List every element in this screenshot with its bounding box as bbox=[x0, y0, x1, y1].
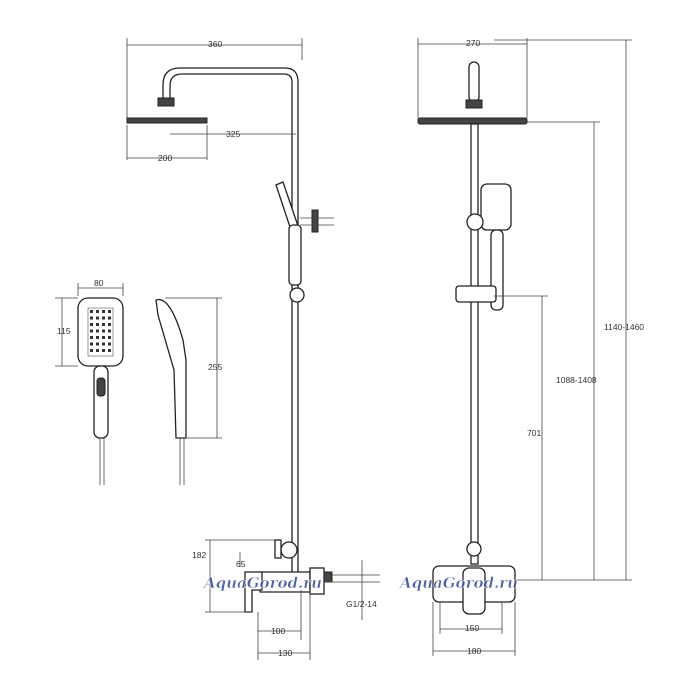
dim-701: 701 bbox=[527, 428, 541, 438]
nozzle bbox=[96, 342, 99, 346]
dim-360: 360 bbox=[208, 39, 222, 49]
nozzle bbox=[102, 336, 105, 339]
nozzle bbox=[96, 329, 99, 333]
front-view bbox=[417, 38, 632, 656]
nozzle bbox=[96, 349, 99, 352]
dim-lines-heights bbox=[494, 39, 632, 581]
pipe-top bbox=[468, 61, 480, 103]
dim-1088-1408: 1088-1408 bbox=[556, 375, 597, 385]
nozzle bbox=[108, 316, 111, 320]
nozzle bbox=[108, 310, 111, 313]
nozzle bbox=[90, 336, 93, 339]
bracket-front bbox=[466, 213, 484, 231]
nozzle bbox=[108, 329, 111, 333]
nozzle bbox=[90, 329, 93, 333]
nozzle bbox=[96, 323, 99, 326]
mixer-lever-front bbox=[462, 567, 486, 615]
spray-face bbox=[87, 307, 114, 357]
watermark: AquaGorod.ru bbox=[202, 574, 322, 592]
nozzle bbox=[102, 316, 105, 320]
dim-lines-depth bbox=[257, 590, 311, 660]
hand-shower-handle bbox=[93, 365, 109, 439]
watermark: AquaGorod.ru bbox=[398, 574, 518, 592]
dim-325: 325 bbox=[226, 129, 240, 139]
dim-lines-80 bbox=[77, 283, 124, 296]
rain-head-front bbox=[417, 117, 528, 125]
nozzle bbox=[108, 323, 111, 326]
nozzle bbox=[90, 310, 93, 313]
nozzle bbox=[102, 323, 105, 326]
dim-150: 150 bbox=[465, 623, 479, 633]
diverter bbox=[280, 541, 298, 559]
dim-1140-1460: 1140-1460 bbox=[604, 322, 644, 332]
head-connector bbox=[157, 97, 175, 107]
hand-shower-on-rail bbox=[480, 183, 512, 231]
rain-head-side bbox=[126, 117, 208, 124]
side-view bbox=[126, 38, 380, 660]
dim-200: 200 bbox=[158, 153, 172, 163]
bracket bbox=[311, 209, 319, 233]
dim-65: 65 bbox=[236, 559, 246, 569]
spray-nozzles bbox=[87, 307, 114, 357]
diverter-knob bbox=[274, 539, 282, 559]
dim-lines-255 bbox=[165, 297, 222, 485]
hand-shower-profile bbox=[155, 298, 187, 439]
nozzle bbox=[102, 329, 105, 333]
nozzle bbox=[108, 342, 111, 346]
nozzle bbox=[96, 336, 99, 339]
nozzle bbox=[90, 316, 93, 320]
dim-180: 180 bbox=[467, 646, 481, 656]
dim-lines-width bbox=[432, 602, 516, 656]
nozzle bbox=[90, 342, 93, 346]
nozzle bbox=[102, 310, 105, 313]
diverter-front bbox=[466, 541, 482, 557]
dim-lines-mixer bbox=[205, 539, 380, 620]
rail bbox=[470, 123, 479, 565]
handle-button bbox=[96, 377, 106, 397]
mixer-connector bbox=[323, 571, 333, 583]
shower-pipe bbox=[162, 67, 299, 576]
hose bbox=[99, 438, 105, 485]
dim-lines-head bbox=[126, 125, 296, 160]
dim-lines-270 bbox=[417, 38, 528, 118]
dim-255: 255 bbox=[208, 362, 222, 372]
nozzle bbox=[90, 349, 93, 352]
bracket-lines bbox=[300, 217, 334, 226]
hand-shower-detail bbox=[55, 283, 222, 485]
handle-side bbox=[288, 224, 302, 286]
dim-lines-115 bbox=[55, 297, 78, 367]
nozzle bbox=[90, 323, 93, 326]
dim-115: 115 bbox=[57, 326, 71, 336]
slider bbox=[289, 287, 305, 303]
nozzle bbox=[96, 316, 99, 320]
nozzle bbox=[102, 342, 105, 346]
dim-270: 270 bbox=[466, 38, 480, 48]
dim-80: 80 bbox=[94, 278, 104, 288]
dim-130: 130 bbox=[278, 648, 292, 658]
nozzle bbox=[96, 310, 99, 313]
dim-360-lines bbox=[126, 38, 303, 120]
dim-100: 100 bbox=[271, 626, 285, 636]
head-connector-front bbox=[465, 99, 483, 109]
nozzle bbox=[108, 336, 111, 339]
slider-front bbox=[455, 285, 497, 303]
dim-thread: G1/2-14 bbox=[346, 599, 377, 609]
nozzle bbox=[102, 349, 105, 352]
nozzle bbox=[108, 349, 111, 352]
dim-182: 182 bbox=[192, 550, 206, 560]
